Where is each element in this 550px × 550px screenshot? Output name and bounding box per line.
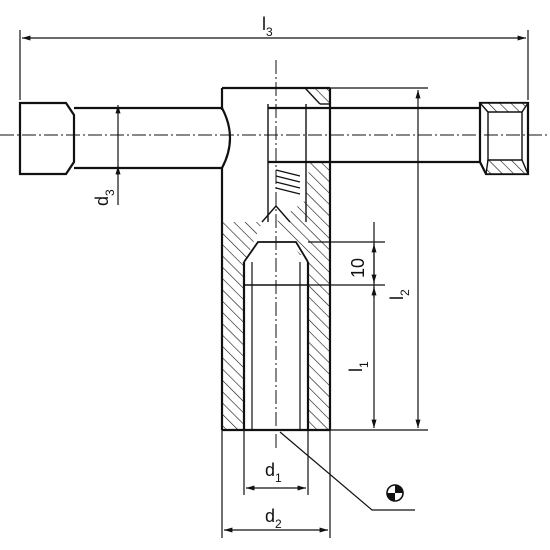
dimension-label-l1: l1 [346,361,371,372]
center-lines [0,60,550,448]
dimension-label-d2: d2 [265,506,282,531]
dimension-label-d1: d1 [265,460,282,485]
handle-bar [18,101,530,176]
dimension-label-d3: d3 [92,189,117,206]
dimension-label-10: 10 [348,258,368,278]
dimension-lines [19,30,529,538]
center-of-gravity-icon [386,484,404,502]
hub-body [220,86,332,432]
hatched-sections [222,88,330,430]
dimension-label-l3: l3 [262,14,273,39]
dimension-label-l2: l2 [387,289,412,300]
